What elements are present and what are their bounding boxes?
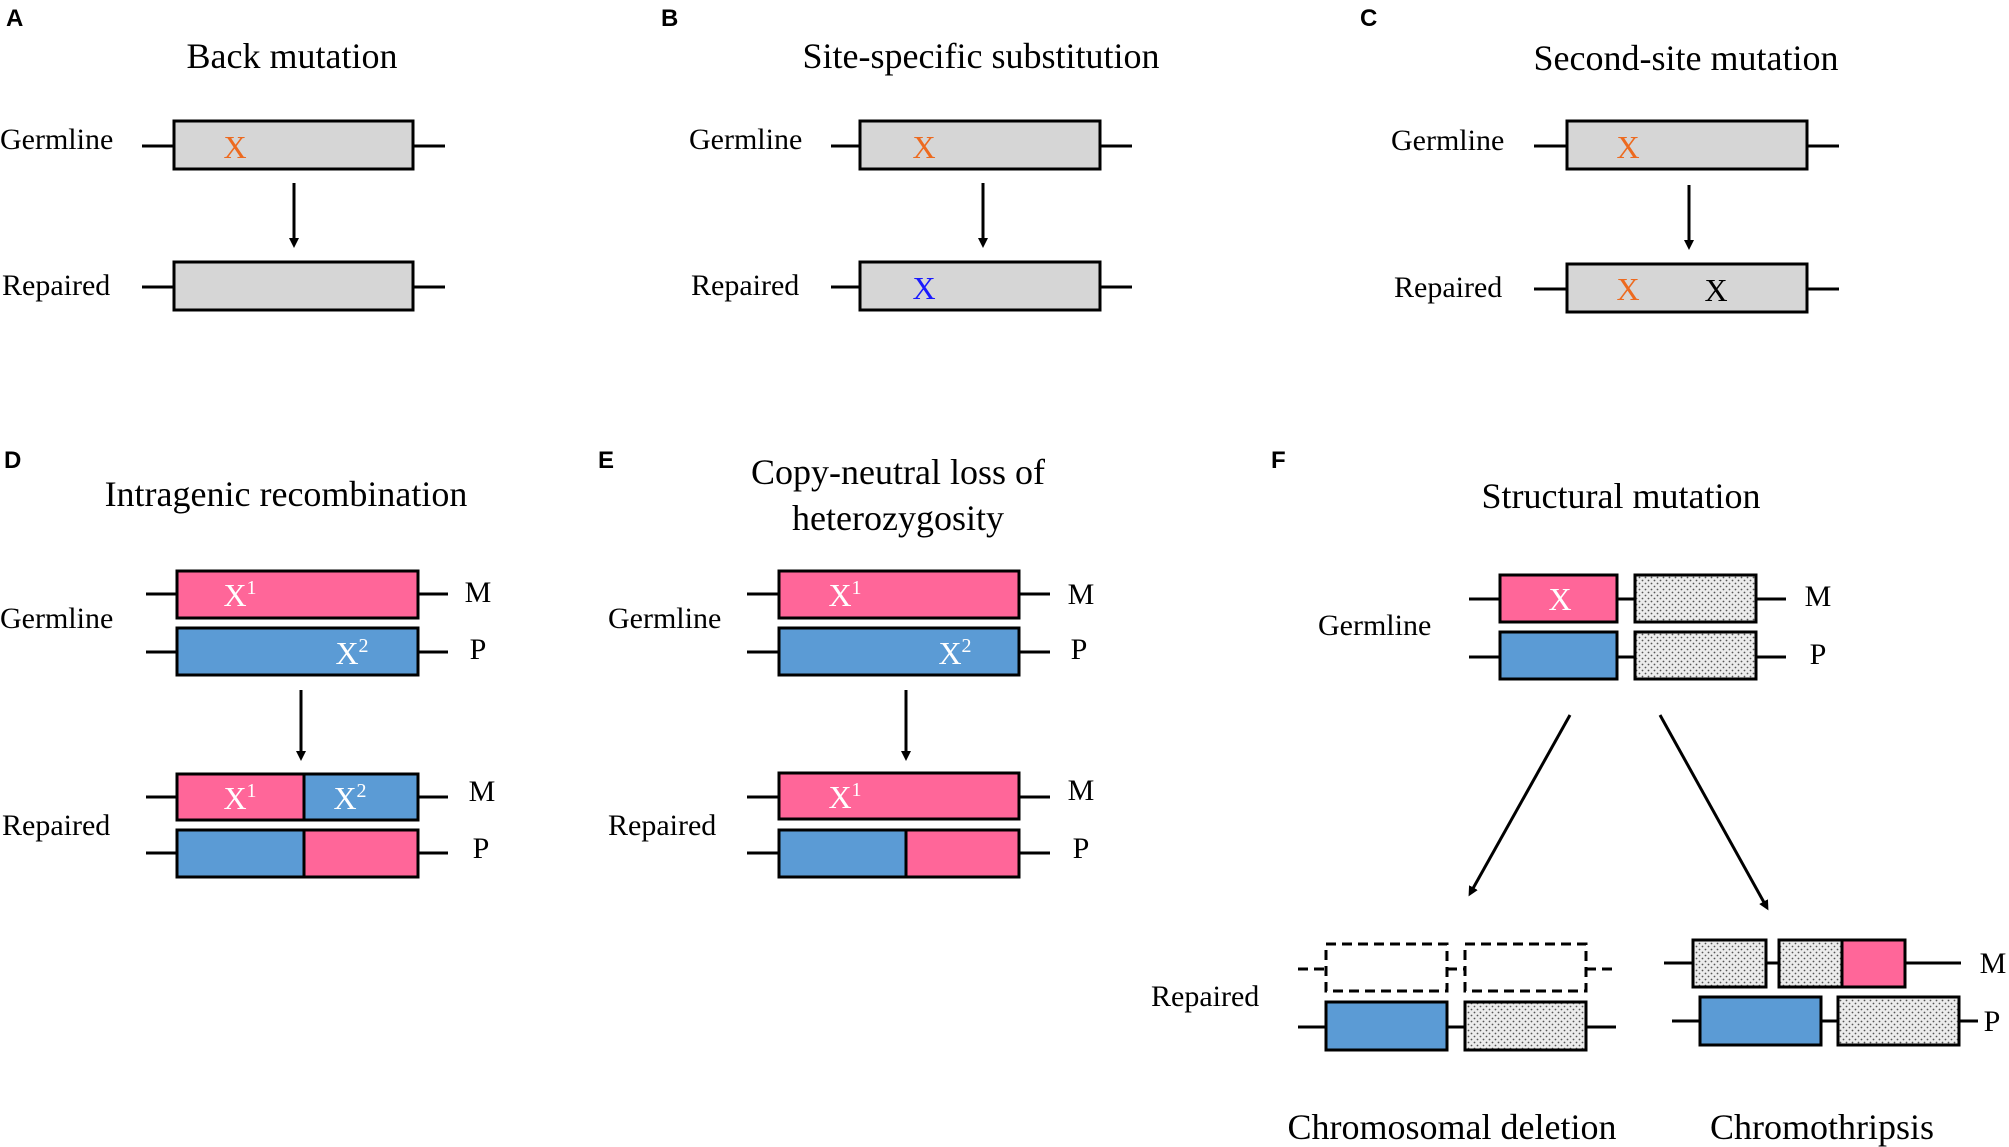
panel-letter: E	[598, 447, 614, 474]
neighbor-region	[1633, 573, 1758, 624]
arrow-deletion	[1468, 714, 1572, 897]
repaired-label: Repaired	[1394, 271, 1502, 304]
repaired-label: Repaired	[691, 269, 799, 302]
maternal-allele	[175, 569, 420, 620]
second-site-mark: X	[1704, 272, 1727, 308]
panel-a: A Back mutation Germline X Repaired	[0, 5, 445, 312]
neighbor-region	[1633, 630, 1758, 681]
mutation-mark: X	[912, 129, 935, 165]
substitution-mark: X	[912, 270, 935, 306]
germline-label: Germline	[0, 123, 113, 156]
panel-title: Second-site mutation	[1534, 38, 1839, 78]
mutation-x1: X1	[828, 577, 861, 613]
gene-box	[1565, 119, 1809, 171]
paternal-label: P	[1073, 832, 1090, 865]
repaired-label: Repaired	[1151, 980, 1259, 1013]
paternal-allele	[175, 626, 420, 677]
maternal-allele	[777, 771, 1021, 821]
paternal-segment	[777, 828, 908, 879]
paternal-allele	[777, 626, 1021, 677]
paternal-segment	[302, 772, 420, 822]
gene-box	[858, 260, 1102, 312]
panel-letter: C	[1360, 5, 1377, 32]
germline-label: Germline	[1391, 124, 1504, 157]
arrow-chromothripsis	[1658, 714, 1769, 911]
mutation-mark: X	[223, 129, 246, 165]
maternal-segment	[175, 772, 306, 822]
gene-box	[172, 119, 415, 171]
germline-label: Germline	[1318, 609, 1431, 642]
neighbor-region	[1463, 1000, 1588, 1052]
panel-title: Structural mutation	[1482, 476, 1761, 516]
paternal-segment	[175, 828, 306, 879]
gene-box	[172, 260, 415, 312]
mutation-mark: X	[1616, 129, 1639, 165]
mutation-x2: X2	[938, 635, 971, 671]
panel-title: Intragenic recombination	[105, 474, 468, 514]
panel-title-line2: heterozygosity	[792, 498, 1004, 538]
panel-title-line1: Copy-neutral loss of	[751, 452, 1045, 492]
mutation-x1: X1	[223, 780, 256, 816]
repaired-label: Repaired	[2, 809, 110, 842]
maternal-label: M	[1068, 774, 1095, 807]
panel-b: B Site-specific substitution Germline X …	[661, 5, 1160, 312]
paternal-gene	[1698, 995, 1823, 1047]
maternal-segment	[904, 828, 1021, 879]
germline-label: Germline	[608, 602, 721, 635]
maternal-label: M	[1980, 947, 2007, 980]
maternal-label: M	[1805, 580, 1832, 613]
panel-e: E Copy-neutral loss of heterozygosity Ge…	[598, 447, 1095, 879]
mutation-x2: X2	[335, 635, 368, 671]
maternal-segment	[302, 828, 420, 879]
panel-c: C Second-site mutation Germline X Repair…	[1360, 5, 1839, 314]
mutation-x1: X1	[223, 577, 256, 613]
panel-d: D Intragenic recombination Germline X1 M…	[0, 447, 496, 879]
paternal-label: P	[1984, 1005, 2001, 1038]
deleted-gene	[1324, 942, 1449, 993]
outcome-chromothripsis-label: Chromothripsis	[1710, 1107, 1934, 1147]
shattered-fragment	[1777, 938, 1844, 989]
mutation-x1: X1	[828, 779, 861, 815]
maternal-label: M	[465, 576, 492, 609]
paternal-label: P	[470, 633, 487, 666]
panel-title: Site-specific substitution	[803, 36, 1160, 76]
gene-box	[858, 119, 1102, 171]
mutation-mark: X	[1548, 581, 1571, 617]
repaired-label: Repaired	[2, 269, 110, 302]
mutation-mark: X	[1616, 271, 1639, 307]
panel-letter: B	[661, 5, 678, 32]
paternal-label: P	[1810, 638, 1827, 671]
maternal-label: M	[469, 775, 496, 808]
panel-letter: F	[1271, 447, 1286, 474]
panel-letter: D	[4, 447, 21, 474]
germline-label: Germline	[0, 602, 113, 635]
maternal-label: M	[1068, 578, 1095, 611]
germline-label: Germline	[689, 123, 802, 156]
panel-title: Back mutation	[187, 36, 398, 76]
paternal-gene	[1498, 630, 1619, 681]
deleted-region	[1463, 942, 1588, 993]
panel-letter: A	[6, 5, 23, 32]
paternal-label: P	[1071, 633, 1088, 666]
neighbor-region	[1836, 995, 1961, 1047]
maternal-allele	[777, 569, 1021, 620]
paternal-label: P	[473, 832, 490, 865]
shattered-fragment	[1840, 938, 1907, 989]
gene-box	[1565, 262, 1809, 314]
shattered-fragment	[1691, 938, 1768, 989]
paternal-gene	[1324, 1000, 1449, 1052]
outcome-deletion-label: Chromosomal deletion	[1288, 1107, 1617, 1147]
repaired-label: Repaired	[608, 809, 716, 842]
panel-f: F Structural mutation Germline X M P Rep…	[1151, 447, 2006, 1147]
mutation-x2: X2	[333, 780, 366, 816]
